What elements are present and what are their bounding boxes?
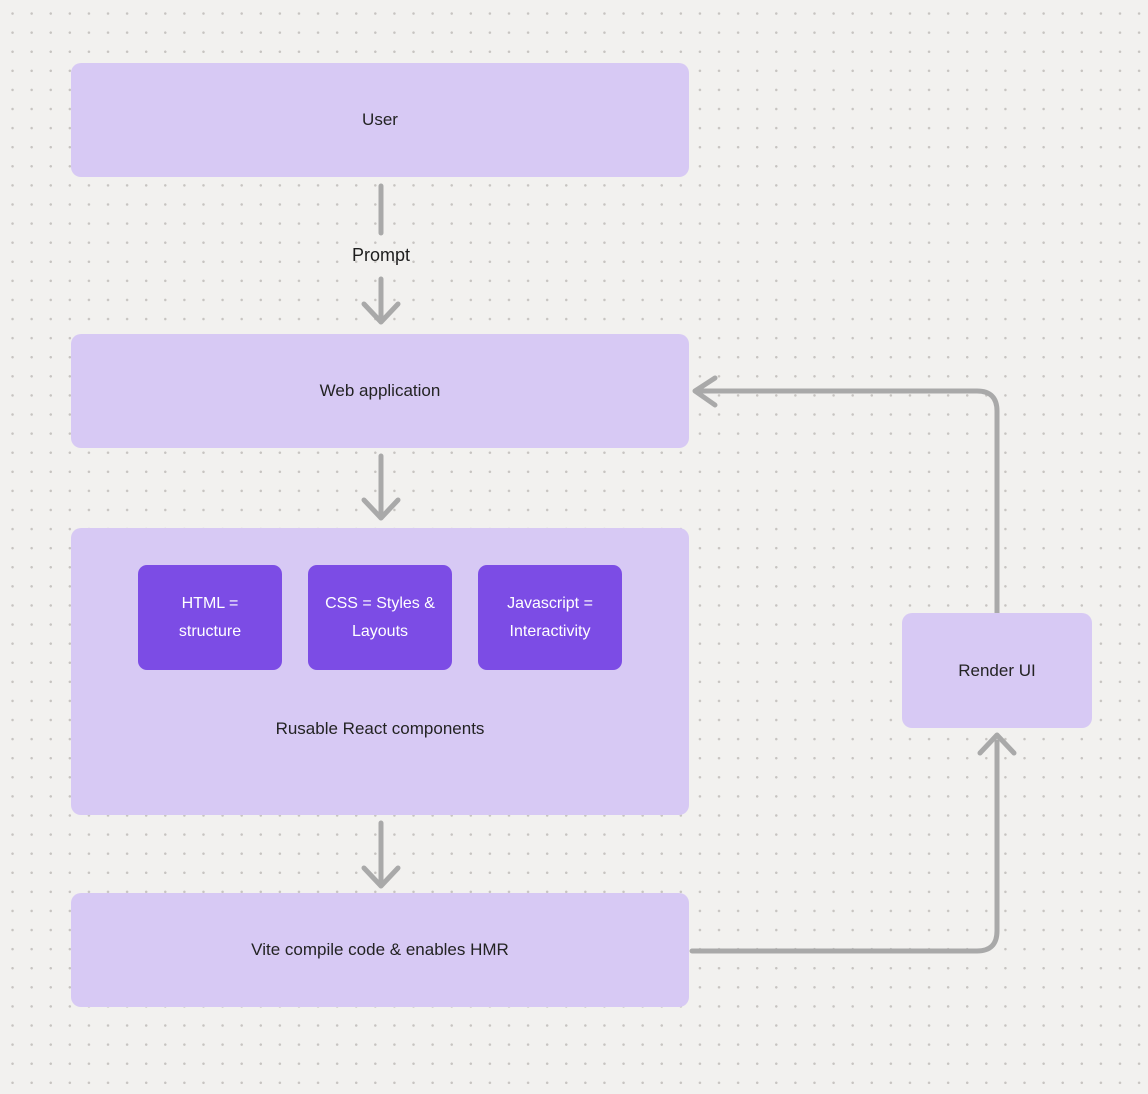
chip-html: HTML = structure xyxy=(138,565,282,670)
arrow-web-to-components xyxy=(361,453,401,521)
node-web-application-label: Web application xyxy=(319,381,441,400)
node-user: User xyxy=(71,63,689,177)
chip-javascript-label: Javascript = Interactivity xyxy=(507,594,593,640)
arrow-vite-to-render-ui xyxy=(689,732,1017,954)
arrow-components-to-vite xyxy=(361,820,401,889)
edge-label-prompt: Prompt xyxy=(351,245,411,265)
group-caption: Rusable React components xyxy=(275,719,485,738)
chip-css: CSS = Styles & Layouts xyxy=(308,565,452,670)
chip-css-label: CSS = Styles & Layouts xyxy=(325,594,435,640)
node-render-ui-label: Render UI xyxy=(958,660,1036,680)
node-vite-label: Vite compile code & enables HMR xyxy=(251,940,509,959)
node-web-application: Web application xyxy=(71,334,689,448)
chip-javascript: Javascript = Interactivity xyxy=(478,565,622,670)
arrow-prompt-to-web xyxy=(361,276,401,325)
group-react-components: HTML = structure CSS = Styles & Layouts … xyxy=(71,528,689,815)
node-render-ui: Render UI xyxy=(902,613,1092,728)
arrow-render-ui-to-web xyxy=(692,375,1000,616)
chip-html-label: HTML = structure xyxy=(178,594,242,640)
node-vite: Vite compile code & enables HMR xyxy=(71,893,689,1007)
node-user-label: User xyxy=(362,110,398,129)
